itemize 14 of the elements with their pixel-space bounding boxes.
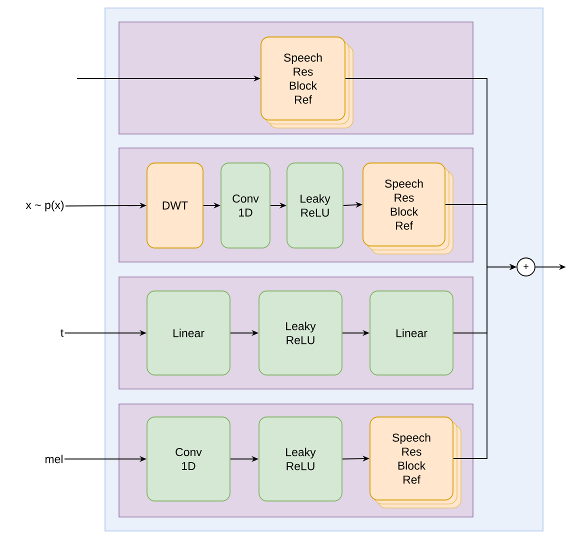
input-label: t [60, 329, 64, 337]
input-label: mel [46, 454, 62, 464]
res-block-stack: Speech Res Block Ref [370, 416, 462, 508]
layer-box: Linear [146, 290, 230, 376]
transform-box: DWT [146, 162, 204, 248]
layer-box: Leaky ReLU [286, 162, 344, 248]
layer-box: Leaky ReLU [258, 416, 342, 502]
res-block-stack: Speech Res Block Ref [260, 36, 354, 128]
layer-box: Linear [370, 290, 454, 376]
res-block-stack: Speech Res Block Ref [362, 162, 454, 254]
layer-box: Conv 1D [220, 162, 270, 248]
layer-box: Conv 1D [146, 416, 230, 502]
input-label: x ~ p(x) [26, 200, 64, 212]
layer-box: Leaky ReLU [258, 290, 342, 376]
